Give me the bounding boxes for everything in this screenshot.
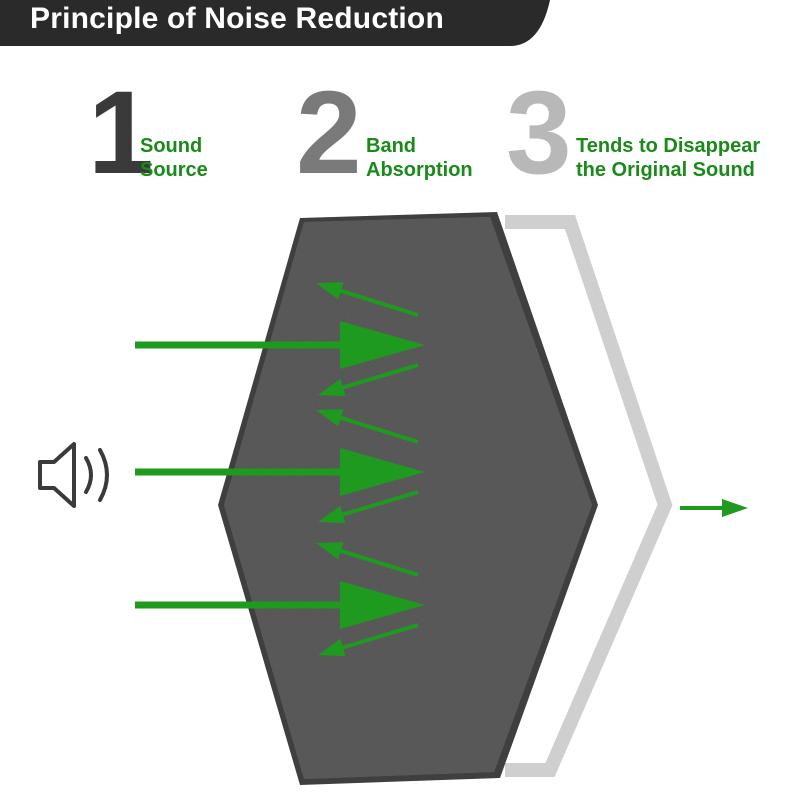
- transmitted-arrow: [680, 499, 748, 517]
- title-banner: Principle of Noise Reduction: [0, 0, 560, 46]
- reflected-arrow-down-2-head: [318, 505, 346, 524]
- step-3-label-line2: the Original Sound: [576, 159, 755, 181]
- incoming-arrow-1-head: [340, 321, 425, 369]
- felt-panel: [224, 217, 592, 779]
- incoming-arrow-2-head: [340, 448, 425, 496]
- step-3-label-line1: Tends to Disappear: [576, 135, 761, 157]
- reflected-arrow-up-2-shaft: [338, 415, 419, 444]
- reflected-arrow-up-3: [316, 542, 419, 577]
- sound-wave-arrows: [135, 282, 748, 657]
- title-banner-shape: [0, 0, 550, 46]
- step-1-label-line2: Source: [140, 159, 208, 181]
- reflected-arrow-down-2-shaft: [340, 490, 419, 518]
- page-title: Principle of Noise Reduction: [30, 2, 444, 35]
- reflected-arrow-down-1-shaft: [340, 363, 419, 391]
- step-3-label: Tends to Disappear the Original Sound: [576, 134, 760, 182]
- incoming-arrow-3: [135, 581, 425, 629]
- incoming-arrow-1: [135, 321, 425, 369]
- step-2-label: Band Absorption: [366, 134, 473, 182]
- reflected-arrow-up-2-head: [316, 409, 344, 427]
- transmitted-sound-outline: [505, 215, 673, 777]
- incoming-arrow-2: [135, 448, 425, 496]
- reflected-arrow-down-3: [318, 623, 419, 657]
- reflected-arrow-up-2: [316, 409, 419, 444]
- reflected-arrow-up-1-shaft: [338, 288, 419, 317]
- reflected-arrow-up-1-head: [316, 282, 344, 300]
- reflected-arrow-down-3-head: [318, 638, 346, 657]
- step-1-label-line1: Sound: [140, 135, 203, 157]
- step-3-number: 3: [506, 67, 572, 199]
- reflected-arrow-down-1-head: [318, 378, 346, 397]
- reflected-arrow-up-1: [316, 282, 419, 317]
- step-2-label-line1: Band: [366, 135, 416, 157]
- reflected-arrow-down-2: [318, 490, 419, 524]
- transmitted-arrow-head: [722, 499, 748, 517]
- step-1-number: 1: [88, 67, 154, 199]
- reflected-arrow-up-3-head: [316, 542, 344, 560]
- step-2-number: 2: [296, 67, 362, 199]
- reflected-arrow-up-3-shaft: [338, 548, 419, 577]
- incoming-arrow-3-head: [340, 581, 425, 629]
- step-1-label: Sound Source: [140, 134, 208, 182]
- speaker-icon: [38, 442, 109, 508]
- step-2-label-line2: Absorption: [366, 159, 473, 181]
- reflected-arrow-down-3-shaft: [340, 623, 419, 651]
- reflected-arrow-down-1: [318, 363, 419, 397]
